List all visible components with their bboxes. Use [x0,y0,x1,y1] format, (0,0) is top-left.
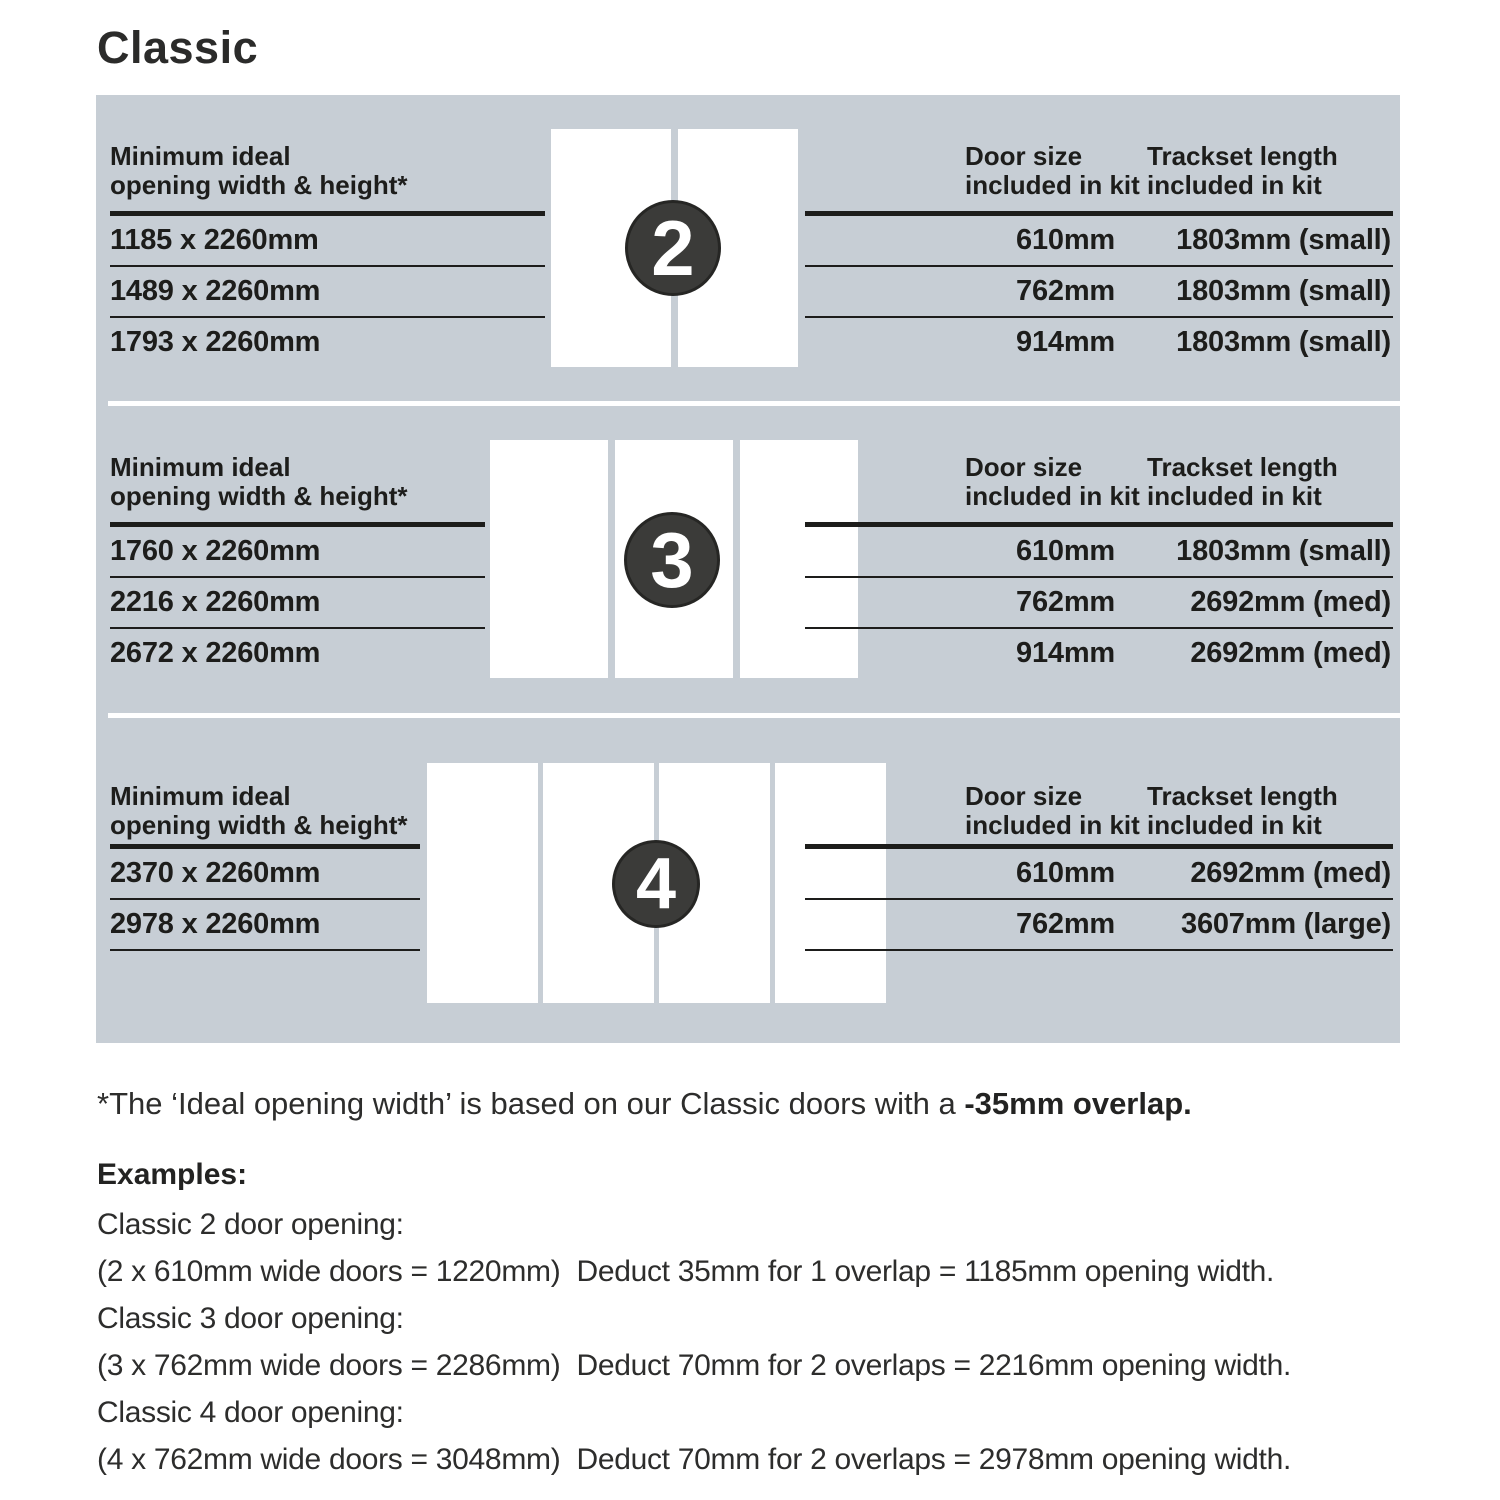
min-opening-value: 1489 x 2260mm [110,267,545,318]
kit-table: Door size included in kit Trackset lengt… [805,95,1393,367]
door-size-header-line1: Door size [965,452,1083,482]
trackset-value: 1803mm (small) [1176,535,1391,567]
footnote-text: *The ‘Ideal opening width’ is based on o… [97,1086,965,1121]
min-opening-value: 2672 x 2260mm [110,637,321,669]
min-opening-table: Minimum ideal opening width & height* 23… [110,718,420,951]
trackset-header: Trackset length included in kit [1147,453,1338,511]
kit-table-header: Door size included in kit Trackset lengt… [805,718,1393,849]
panel-separator [96,401,1400,406]
kit-table: Door size included in kit Trackset lengt… [805,406,1393,678]
panel-separator [96,713,1400,718]
min-opening-header-line2: opening width & height* [110,481,408,511]
door-size-value: 914mm [1016,637,1115,669]
min-opening-value: 1793 x 2260mm [110,326,321,358]
min-opening-header: Minimum ideal opening width & height* [110,406,485,527]
min-opening-value: 2370 x 2260mm [110,849,420,900]
trackset-value: 1803mm (small) [1176,275,1391,307]
min-opening-header-line2: opening width & height* [110,810,408,840]
trackset-header-line1: Trackset length [1147,452,1338,482]
footnote-bold-text: -35mm overlap. [964,1086,1192,1121]
kit-row: 762mm 3607mm (large) [805,900,1393,951]
door-count-badge: 4 [612,840,700,928]
min-opening-header-line1: Minimum ideal [110,452,291,482]
min-opening-value: 1185 x 2260mm [110,216,545,267]
example-line: Classic 2 door opening: [97,1208,404,1241]
kit-table-header: Door size included in kit Trackset lengt… [805,95,1393,216]
footnote: *The ‘Ideal opening width’ is based on o… [97,1086,1192,1122]
trackset-header-line2: included in kit [1147,170,1322,200]
door-size-header: Door size included in kit [965,142,1140,200]
trackset-value: 2692mm (med) [1190,637,1391,669]
door-size-value: 762mm [1016,275,1115,307]
examples-heading: Examples: [97,1158,248,1191]
door-size-value: 762mm [1016,908,1115,940]
trackset-value: 1803mm (small) [1176,224,1391,256]
door-size-value: 610mm [1016,857,1115,889]
trackset-value: 2692mm (med) [1190,857,1391,889]
min-opening-header-line1: Minimum ideal [110,781,291,811]
trackset-header-line1: Trackset length [1147,141,1338,171]
kit-row: 610mm 1803mm (small) [805,527,1393,578]
kit-table-header: Door size included in kit Trackset lengt… [805,406,1393,527]
min-opening-table: Minimum ideal opening width & height* 17… [110,406,485,678]
door-size-value: 610mm [1016,224,1115,256]
kit-row: 762mm 2692mm (med) [805,578,1393,629]
door-size-header: Door size included in kit [965,782,1140,840]
door-count-badge: 3 [624,512,720,608]
door-panel [740,440,858,678]
panel-4-door: Minimum ideal opening width & height* 23… [96,718,1400,1043]
kit-row: 762mm 1803mm (small) [805,267,1393,318]
door-count-badge: 2 [625,200,721,296]
door-size-value: 762mm [1016,586,1115,618]
kit-row: 914mm 1803mm (small) [805,318,1393,367]
door-panel [490,440,608,678]
min-opening-value: 2978 x 2260mm [110,900,420,951]
trackset-header-line1: Trackset length [1147,781,1338,811]
kit-row: 914mm 2692mm (med) [805,629,1393,678]
min-opening-table: Minimum ideal opening width & height* 11… [110,95,545,367]
min-opening-value: 2216 x 2260mm [110,578,485,629]
kit-row: 610mm 1803mm (small) [805,216,1393,267]
door-size-value: 610mm [1016,535,1115,567]
example-line: (2 x 610mm wide doors = 1220mm) Deduct 3… [97,1255,1275,1288]
min-opening-header: Minimum ideal opening width & height* [110,718,420,849]
door-panel [427,763,538,1003]
door-size-header-line1: Door size [965,781,1083,811]
min-opening-value: 1760 x 2260mm [110,527,485,578]
door-size-header-line1: Door size [965,141,1083,171]
panel-3-door: Minimum ideal opening width & height* 17… [96,406,1400,713]
trackset-header: Trackset length included in kit [1147,142,1338,200]
trackset-value: 3607mm (large) [1181,908,1391,940]
min-opening-header: Minimum ideal opening width & height* [110,95,545,216]
example-line: (4 x 762mm wide doors = 3048mm) Deduct 7… [97,1443,1292,1476]
door-size-header: Door size included in kit [965,453,1140,511]
door-size-value: 914mm [1016,326,1115,358]
page-title: Classic [97,22,259,73]
door-size-header-line2: included in kit [965,810,1140,840]
trackset-value: 1803mm (small) [1176,326,1391,358]
example-line: Classic 3 door opening: [97,1302,404,1335]
panel-2-door: Minimum ideal opening width & height* 11… [96,95,1400,401]
door-size-header-line2: included in kit [965,170,1140,200]
door-panel [775,763,886,1003]
min-opening-header-line2: opening width & height* [110,170,408,200]
trackset-header: Trackset length included in kit [1147,782,1338,840]
trackset-header-line2: included in kit [1147,810,1322,840]
door-size-header-line2: included in kit [965,481,1140,511]
trackset-header-line2: included in kit [1147,481,1322,511]
trackset-value: 2692mm (med) [1190,586,1391,618]
kit-table: Door size included in kit Trackset lengt… [805,718,1393,951]
kit-row: 610mm 2692mm (med) [805,849,1393,900]
example-line: (3 x 762mm wide doors = 2286mm) Deduct 7… [97,1349,1292,1382]
min-opening-header-line1: Minimum ideal [110,141,291,171]
example-line: Classic 4 door opening: [97,1396,404,1429]
spec-board: Minimum ideal opening width & height* 11… [96,95,1400,1043]
